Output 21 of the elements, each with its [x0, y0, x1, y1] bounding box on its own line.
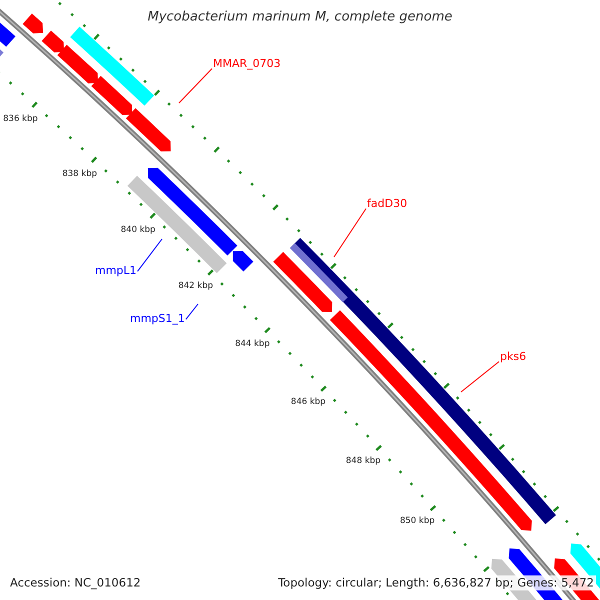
scale-label: 850 kbp: [400, 517, 435, 527]
leader-line: [185, 304, 198, 320]
gene-label: pks6: [500, 351, 526, 364]
leader-line: [178, 68, 212, 104]
gene-label: mmpL1: [95, 265, 137, 278]
genome-summary-text: Topology: circular; Length: 6,636,827 bp; Genes: 5,472: [276, 575, 596, 591]
gene-label: MMAR_0703: [213, 58, 281, 71]
scale-label: 838 kbp: [62, 170, 97, 180]
scale-label: 842 kbp: [178, 282, 213, 292]
scale-label: 844 kbp: [235, 340, 270, 350]
leader-line: [137, 238, 162, 272]
scale-label: 836 kbp: [3, 115, 38, 126]
scale-label: 846 kbp: [290, 398, 326, 408]
title: Mycobacterium marinum M, complete genome: [148, 10, 452, 26]
scale-label: 848 kbp: [346, 457, 381, 468]
leader-line: [334, 208, 366, 258]
scale-label: 840 kbp: [120, 226, 156, 236]
leader-line: [460, 361, 500, 392]
accession-text: Accession: NC_010612: [8, 575, 143, 591]
gene-label: mmpS1_1: [130, 313, 185, 326]
gene-label: fadD30: [367, 198, 408, 211]
